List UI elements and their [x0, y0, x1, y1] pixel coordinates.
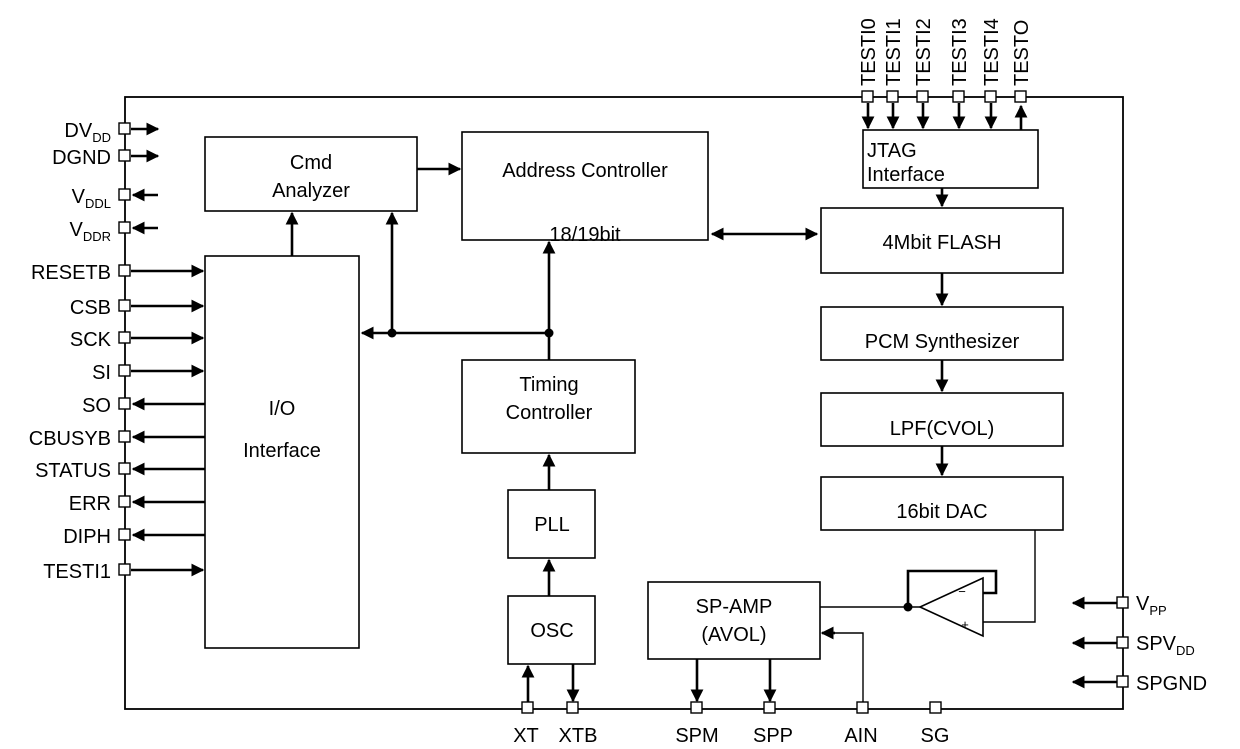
- pin-label-spp: SPP: [753, 725, 793, 747]
- pin-label-vddr: VDDR: [69, 219, 111, 244]
- pin-label-sck: SCK: [70, 329, 112, 351]
- flash-label: 4Mbit FLASH: [883, 232, 1002, 254]
- pin-label-diph: DIPH: [63, 526, 111, 548]
- io-interface-block: I/O Interface: [204, 255, 360, 649]
- pin-label-xt: XT: [513, 725, 539, 747]
- cmd-analyzer-block: Cmd Analyzer: [204, 136, 418, 212]
- pll-block: PLL: [507, 489, 596, 559]
- spamp-label-2: (AVOL): [701, 624, 766, 646]
- pin-label-testi1-left: TESTI1: [43, 561, 111, 583]
- cmd-analyzer-label-2: Analyzer: [272, 180, 350, 202]
- pin-label-vddl: VDDL: [72, 186, 111, 211]
- timing-label-1: Timing: [519, 374, 578, 396]
- cmd-analyzer-label-1: Cmd: [290, 152, 332, 174]
- dac-block: 16bit DAC: [820, 476, 1064, 531]
- jtag-label-2: Interface: [867, 164, 945, 186]
- pin-label-testi3: TESTI3: [949, 18, 971, 86]
- right-pin-labels: VPP SPVDD SPGND: [1136, 593, 1207, 695]
- io-label-2: Interface: [243, 440, 321, 462]
- pin-label-so: SO: [82, 395, 111, 417]
- pin-label-csb: CSB: [70, 297, 111, 319]
- pin-label-testo: TESTO: [1011, 20, 1033, 86]
- pin-label-testi2: TESTI2: [913, 18, 935, 86]
- pin-label-si: SI: [92, 362, 111, 384]
- address-controller-bits: 18/19bit: [549, 224, 621, 246]
- flash-block: 4Mbit FLASH: [820, 207, 1064, 274]
- osc-block: OSC: [507, 595, 596, 665]
- pin-label-vpp: VPP: [1136, 593, 1167, 618]
- lpf-label: LPF(CVOL): [890, 418, 994, 440]
- dac-label: 16bit DAC: [896, 501, 987, 523]
- jtag-label-1: JTAG: [867, 140, 917, 162]
- pin-label-ain: AIN: [844, 725, 877, 747]
- pin-label-spgnd: SPGND: [1136, 673, 1207, 695]
- pin-label-xtb: XTB: [559, 725, 598, 747]
- pin-label-cbusyb: CBUSYB: [29, 428, 111, 450]
- opamp-plus: +: [961, 617, 969, 632]
- opamp-buffer: − +: [918, 576, 984, 638]
- opamp-minus: −: [958, 584, 966, 599]
- pin-label-dvdd: DVDD: [64, 120, 111, 145]
- sp-amp-block: SP-AMP (AVOL): [647, 581, 821, 660]
- top-pin-labels: TESTI0 TESTI1 TESTI2 TESTI3 TESTI4 TESTO: [858, 18, 1033, 86]
- internal-wires: [131, 103, 1117, 703]
- bottom-pin-labels: XT XTB SPM SPP AIN SG: [513, 725, 949, 747]
- timing-label-2: Controller: [506, 402, 593, 424]
- pin-label-testi0: TESTI0: [858, 18, 880, 86]
- pin-label-status: STATUS: [35, 460, 111, 482]
- pcm-synthesizer-block: PCM Synthesizer: [820, 306, 1064, 361]
- pll-label: PLL: [534, 514, 570, 536]
- pin-squares: [118, 90, 1129, 714]
- address-controller-block: Address Controller 18/19bit: [461, 131, 709, 246]
- pin-label-spm: SPM: [675, 725, 718, 747]
- jtag-interface-block: JTAG Interface: [862, 129, 1039, 189]
- pin-label-testi4: TESTI4: [981, 18, 1003, 86]
- left-pin-labels: DVDD DGND VDDL VDDR RESETB CSB SCK SI SO…: [29, 120, 112, 583]
- pin-label-spvdd: SPVDD: [1136, 633, 1195, 658]
- spamp-label-1: SP-AMP: [696, 596, 773, 618]
- pin-label-sg: SG: [921, 725, 950, 747]
- pin-label-resetb: RESETB: [31, 262, 111, 284]
- pin-label-err: ERR: [69, 493, 111, 515]
- timing-controller-block: Timing Controller: [461, 359, 636, 454]
- pin-label-testi1-top: TESTI1: [883, 18, 905, 86]
- address-controller-label: Address Controller: [502, 160, 668, 182]
- osc-label: OSC: [530, 620, 573, 642]
- pcm-label: PCM Synthesizer: [865, 331, 1020, 353]
- lpf-block: LPF(CVOL): [820, 392, 1064, 447]
- io-label-1: I/O: [269, 398, 296, 420]
- pin-label-dgnd: DGND: [52, 147, 111, 169]
